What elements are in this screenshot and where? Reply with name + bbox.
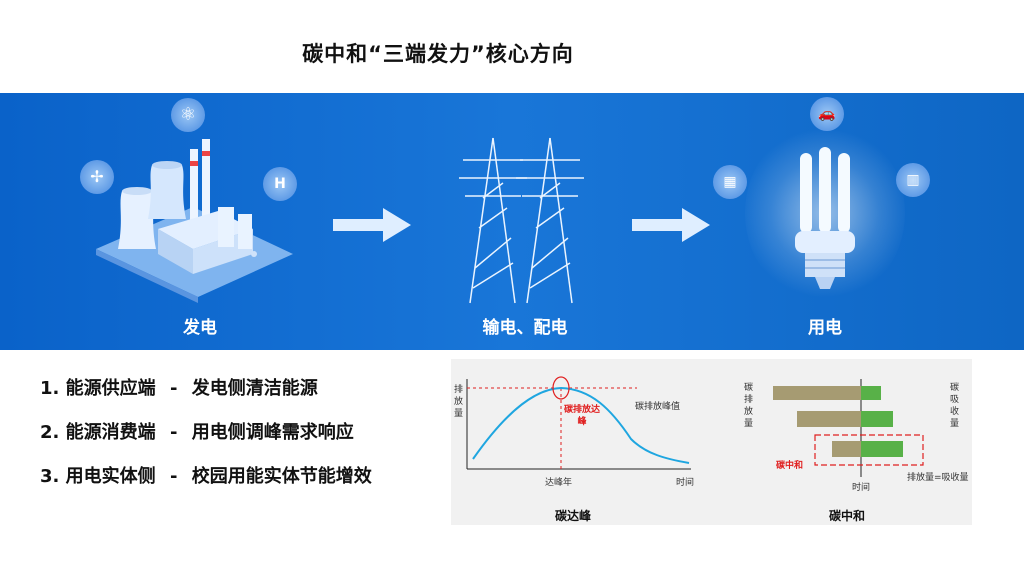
arrow-right-icon [632, 208, 710, 242]
neutral-xlabel: 时间 [852, 483, 871, 493]
power-plant-illustration [96, 139, 293, 303]
carbon-peak-diagram [466, 376, 691, 470]
arrow-right-icon [333, 208, 411, 242]
building-icon: ▥ [896, 163, 930, 197]
list-item: 1. 能源供应端 - 发电侧清洁能源 [40, 378, 318, 399]
stage-generation-label: 发电 [183, 318, 217, 338]
page-title: 碳中和“三端发力”核心方向 [302, 42, 574, 66]
peak-x-tick: 达峰年 [545, 478, 573, 488]
energy-chain-banner: ⚛ ✢ H 发电 输电、配电 [0, 93, 1024, 350]
peak-xlabel: 时间 [676, 478, 695, 488]
neutral-right-label: 碳吸收量 [950, 383, 960, 429]
atom-icon: ⚛ [171, 98, 205, 132]
list-item: 3. 用电实体侧 - 校园用能实体节能增效 [40, 466, 372, 487]
peak-caption: 碳达峰 [555, 509, 592, 523]
peak-value-label: 碳排放峰值 [635, 402, 681, 412]
peak-ylabel: 排放量 [454, 385, 464, 419]
carbon-neutral-diagram [773, 379, 924, 477]
hydrogen-icon: H [263, 167, 297, 201]
factory-icon: ▦ [713, 165, 747, 199]
key-points-list: 1. 能源供应端 - 发电侧清洁能源 2. 能源消费端 - 用电侧调峰需求响应 … [40, 374, 372, 506]
stage-consumption-label: 用电 [808, 318, 842, 338]
neutral-left-label: 碳排放量 [744, 383, 754, 429]
light-bulb-illustration [795, 147, 855, 289]
electric-car-icon: 🚗 [810, 97, 844, 131]
wind-turbine-icon: ✢ [80, 160, 114, 194]
list-item: 2. 能源消费端 - 用电侧调峰需求响应 [40, 422, 354, 443]
carbon-diagram-panel: 排放量 碳排放峰值 碳排放达峰 达峰年 时间 碳达峰 碳排放量 碳吸收量 碳中和… [451, 359, 972, 525]
transmission-tower-illustration [459, 137, 584, 304]
stage-transmission-label: 输电、配电 [482, 318, 568, 338]
peak-marker-label: 碳排放达峰 [563, 405, 600, 427]
neutral-equation: 排放量=吸收量 [907, 473, 969, 483]
neutral-highlight-label: 碳中和 [776, 461, 804, 471]
neutral-caption: 碳中和 [829, 509, 866, 523]
